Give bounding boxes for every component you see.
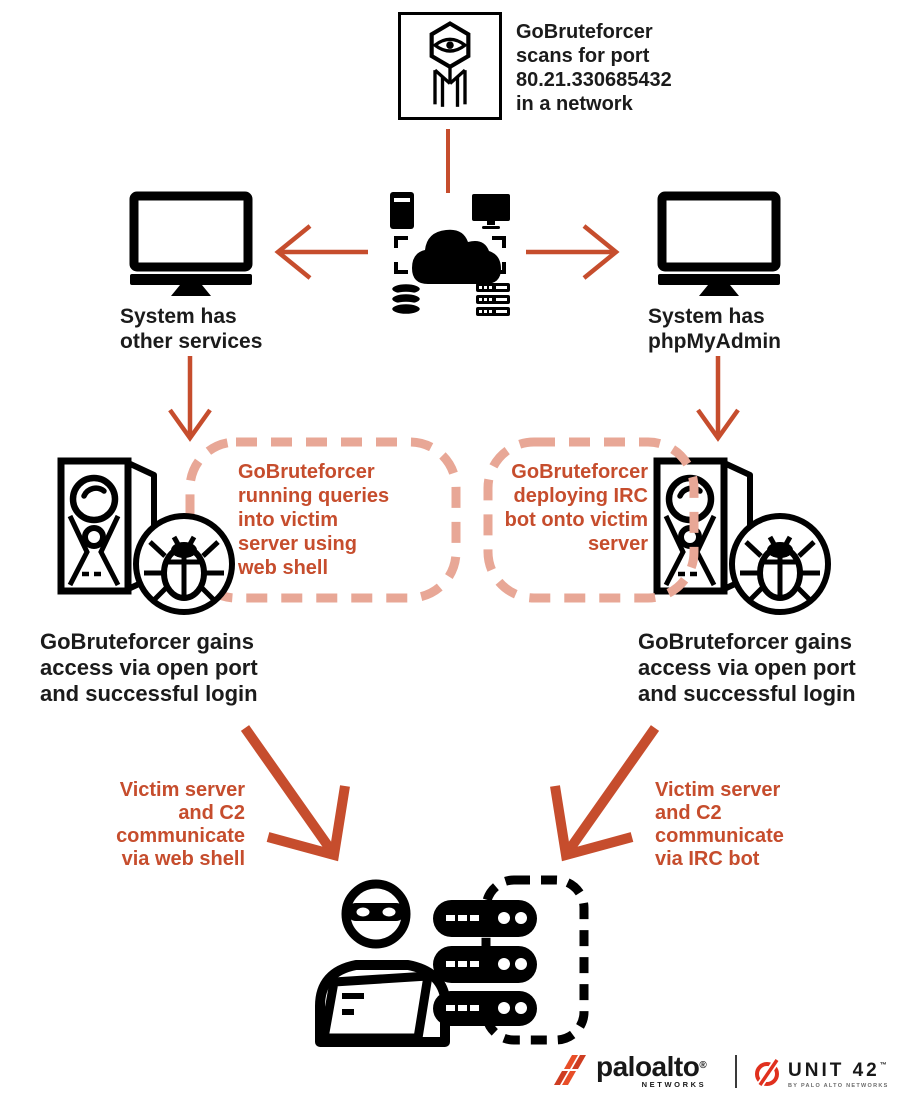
paloalto-logo-icon — [554, 1055, 586, 1085]
paloalto-networks-logo: paloalto® NETWORKS — [551, 1050, 707, 1089]
left-gains-caption: GoBruteforcer gains access via open port… — [40, 629, 258, 706]
right-callout-note: GoBruteforcer deploying IRC bot onto vic… — [504, 461, 648, 555]
unit42-wordmark: UNIT 42™ — [788, 1060, 887, 1081]
right-c2-label: Victim server and C2 communicate via IRC… — [655, 779, 784, 870]
unit42-wordmark-block: UNIT 42™ BY PALO ALTO NETWORKS — [788, 1056, 889, 1090]
dashed-callout-right — [483, 437, 699, 603]
monitor-icon-left — [128, 190, 254, 296]
connector-line-scan-to-network — [446, 129, 450, 193]
scan-caption: GoBruteforcer scans for port 80.21.33068… — [516, 21, 672, 115]
down-arrow-right — [696, 354, 740, 442]
paloalto-wordmark-block: paloalto® NETWORKS — [596, 1050, 707, 1089]
dashed-callout-left — [185, 437, 461, 603]
right-gains-caption: GoBruteforcer gains access via open port… — [638, 629, 856, 706]
arrow-to-left-system — [272, 222, 372, 282]
paloalto-wordmark: paloalto® — [596, 1050, 707, 1082]
monitor-icon-right — [656, 190, 782, 296]
logo-divider — [735, 1055, 737, 1088]
scanner-icon-box — [398, 12, 502, 120]
left-system-caption: System has other services — [120, 305, 263, 353]
left-c2-label: Victim server and C2 communicate via web… — [116, 779, 245, 870]
paloalto-networks-label: NETWORKS — [641, 1079, 707, 1089]
phage-virus-icon — [429, 21, 471, 107]
left-callout-note: GoBruteforcer running queries into victi… — [238, 461, 390, 579]
diagonal-arrow-right — [542, 718, 667, 866]
unit42-logo-icon — [755, 1057, 780, 1087]
bug-malware-icon-right — [726, 510, 834, 618]
right-system-caption: System has phpMyAdmin — [648, 305, 781, 353]
diagonal-arrow-left — [233, 718, 358, 866]
arrow-to-right-system — [522, 222, 622, 282]
bug-malware-icon-left — [130, 510, 238, 618]
unit42-byline: BY PALO ALTO NETWORKS — [788, 1083, 889, 1089]
hacker-c2-server-icon — [315, 875, 589, 1047]
unit42-logo: UNIT 42™ BY PALO ALTO NETWORKS — [752, 1056, 889, 1089]
trademark-mark: ™ — [879, 1062, 887, 1069]
down-arrow-left — [168, 354, 212, 442]
registered-mark: ® — [699, 1059, 707, 1071]
cloud-network-icon — [389, 192, 510, 316]
